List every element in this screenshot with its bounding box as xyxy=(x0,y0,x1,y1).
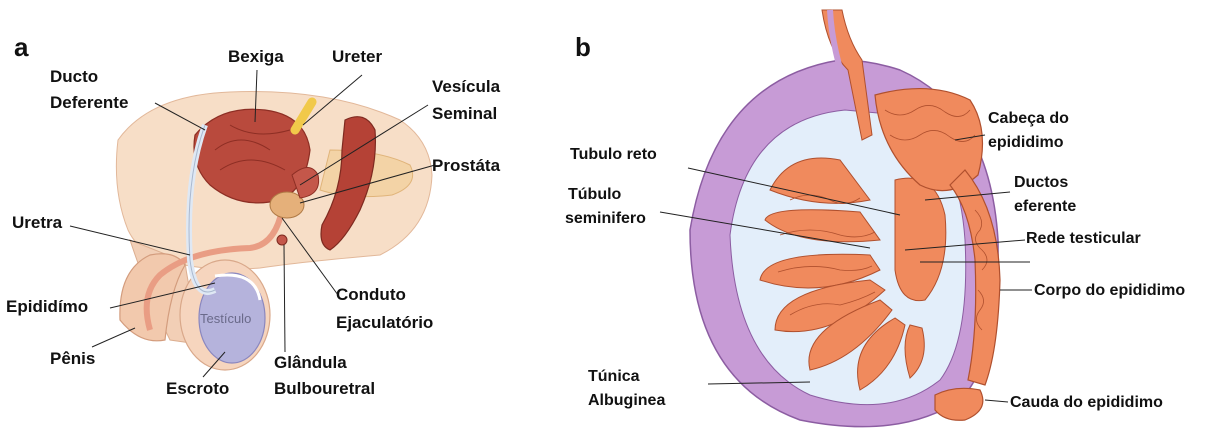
label-glandula: Glândula xyxy=(274,352,347,374)
label-epididimo-a: Epididímo xyxy=(6,296,88,318)
label-vesicula: Vesícula xyxy=(432,76,500,98)
label-ductos: Ductos xyxy=(1014,172,1068,193)
panel-b-illustration xyxy=(660,10,1032,427)
label-bulbouretral: Bulbouretral xyxy=(274,378,375,400)
label-ejaculatorio: Ejaculatório xyxy=(336,312,433,334)
panel-a-letter: a xyxy=(14,32,28,63)
label-deferente: Deferente xyxy=(50,92,128,114)
label-penis: Pênis xyxy=(50,348,95,370)
panel-b-letter: b xyxy=(575,32,591,63)
label-rede-testicular: Rede testicular xyxy=(1026,228,1141,249)
label-seminifero: seminifero xyxy=(565,208,646,229)
label-prostata: Prostáta xyxy=(432,155,500,177)
label-corpo-epididimo: Corpo do epididimo xyxy=(1034,280,1185,301)
label-seminal: Seminal xyxy=(432,103,497,125)
label-ureter: Ureter xyxy=(332,46,382,68)
label-eferente: eferente xyxy=(1014,196,1076,217)
label-cauda-epididimo: Cauda do epididimo xyxy=(1010,392,1163,413)
label-epididimo-head: epididimo xyxy=(988,132,1064,153)
label-bexiga: Bexiga xyxy=(228,46,284,68)
label-uretra: Uretra xyxy=(12,212,62,234)
label-tubulo-reto: Tubulo reto xyxy=(570,144,657,165)
label-tubulo: Túbulo xyxy=(568,184,621,205)
label-escroto: Escroto xyxy=(166,378,229,400)
label-conduto: Conduto xyxy=(336,284,406,306)
label-testiculo: Testículo xyxy=(200,311,251,326)
label-cabeca: Cabeça do xyxy=(988,108,1069,129)
epididymis-tail xyxy=(935,388,983,420)
label-tunica: Túnica xyxy=(588,366,640,387)
label-ducto: Ducto xyxy=(50,66,98,88)
label-albuginea: Albuginea xyxy=(588,390,665,411)
bulbourethral-gland-shape xyxy=(277,235,287,245)
